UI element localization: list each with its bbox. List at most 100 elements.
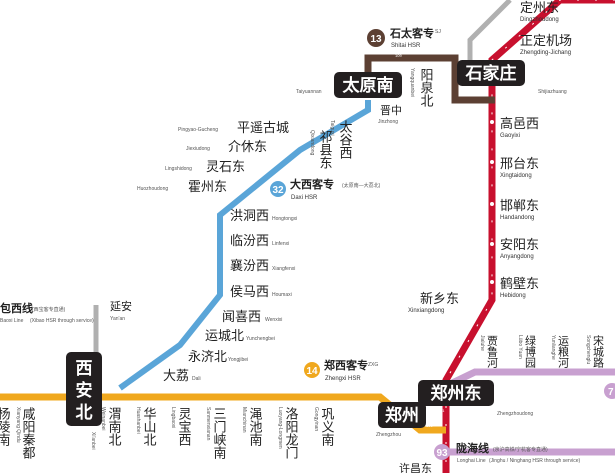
hub-zhengzhoudong-label: 郑州东: [431, 383, 482, 404]
station-mianchi: 渑池南: [247, 407, 263, 446]
hub-taiyuan[interactable]: 太原南 Taiyuannan: [296, 72, 402, 98]
station-dot: [490, 160, 494, 164]
station-dot: [490, 120, 494, 124]
hub-zhengzhoudong-en: Zhengzhoudong: [497, 411, 533, 417]
west-line-note: (西宝客专直通): [32, 306, 66, 313]
code-109: 109: [395, 53, 402, 58]
hub-shijiazhuang-label: 石家庄: [465, 63, 517, 84]
station-yuncheng: 运城北: [205, 329, 244, 344]
shitai-labels: 13 石太客专 SJ Shitai HSR 阳泉北 Yangquanbei: [367, 26, 441, 108]
station-yangquanbei: 阳泉北: [418, 68, 434, 108]
line-14-number: 14: [306, 366, 318, 377]
hub-xian-char2: 安: [76, 380, 93, 401]
edge-badge-72-text: 7: [608, 387, 614, 398]
west-line-en-note: (Xibao HSR through service): [30, 318, 94, 324]
hub-zhengzhoudong[interactable]: 郑州东 Zhengzhoudong: [418, 380, 533, 417]
hub-xian[interactable]: 西 安 北 Xi'anbei: [66, 352, 102, 450]
station-qixian-en: Qixiandong: [309, 130, 315, 156]
station-gaoyi-en: Gaoyixi: [500, 133, 520, 139]
station-yangling: 杨陵南: [0, 407, 10, 446]
station-hongdong: 洪洞西: [230, 209, 269, 224]
red-line-stations: 高邑西 Gaoyixi 邢台东 Xingtaidong 邯郸东 Handando…: [408, 1, 572, 314]
line-32-note: (太原南—大荔北): [342, 182, 381, 189]
line-93-number: 93: [436, 448, 448, 459]
station-lingshi: 灵石东: [206, 160, 245, 175]
station-jinzhong-en: Jinzhong: [378, 119, 398, 125]
station-huozhou-en: Huozhoudong: [137, 186, 168, 192]
station-lingbao-en: Lingbaoxi: [170, 407, 176, 428]
station-xuchang: 许昌东: [399, 462, 432, 473]
station-mianchi-en: Mianchinan: [241, 407, 247, 433]
zhengxi-labels: 14 郑西客专 ZXG Zhengxi HSR 杨陵南 咸阳秦都 Xianyan…: [0, 358, 445, 459]
hub-zhengzhou-en: Zhengzhou: [376, 432, 401, 438]
station-songcheng: 宋城路: [592, 334, 605, 369]
station-houma-en: Houmaxi: [272, 292, 292, 298]
hub-zhengzhou[interactable]: 郑州 Zhengzhou: [376, 402, 426, 438]
station-dot: [490, 280, 494, 284]
station-yuncheng-en: Yunchengbei: [246, 336, 275, 342]
hub-xian-char3: 北: [76, 403, 93, 423]
code-100: 100: [426, 423, 433, 428]
hub-xian-char1: 西: [76, 359, 93, 379]
station-hebi: 鹤壁东: [500, 276, 539, 292]
gray-lines: [93, 0, 512, 360]
station-zhengding: 正定机场: [520, 34, 572, 49]
station-xianyang: 咸阳秦都: [20, 407, 36, 459]
station-dali-en: Dali: [192, 376, 201, 382]
station-weinan: 渭南北: [106, 407, 122, 447]
station-lvbo: 绿博园: [524, 334, 537, 369]
line-14-code: ZXG: [368, 362, 378, 368]
station-hebi-en: Hebidong: [500, 293, 526, 299]
line-93-name: 陇海线: [456, 441, 489, 455]
station-dot: [490, 202, 494, 206]
station-jialuhe-en: Jialuhe: [479, 335, 485, 351]
line-14-badge: [304, 362, 320, 378]
station-huozhou: 霍州东: [188, 180, 227, 195]
line-93-badge: [434, 444, 450, 460]
station-yongji-en: Yongjibei: [228, 357, 248, 363]
station-zhengding-en: Zhengding-Jichang: [520, 50, 571, 56]
line-13-badge: [367, 29, 385, 47]
station-xinxiang: 新乡东: [420, 291, 459, 307]
hub-shijiazhuang-en: Shijiazhuang: [538, 89, 567, 95]
station-jialuhe: 贾鲁河: [486, 335, 499, 368]
station-linfen: 临汾西: [230, 234, 269, 249]
line-32-badge: [270, 181, 286, 197]
hub-taiyuan-label: 太原南: [343, 75, 394, 96]
station-gongyi-en: Gongyinan: [313, 407, 319, 431]
station-huashan-en: Huashanbei: [135, 407, 141, 434]
line-93-note: (京沪高铁/宁杭客专直通): [493, 446, 548, 453]
line-13-code: SJ: [435, 29, 441, 35]
station-jinzhong: 晋中: [380, 104, 402, 117]
edge-badge-72: [604, 383, 615, 399]
station-yunliang-en: Yunlianghe: [550, 335, 556, 360]
station-pingyao-en: Pingyao-Gucheng: [178, 127, 218, 133]
station-sanmenxia-en: Sanmenxianan: [205, 407, 211, 441]
station-sanmenxia: 三门峡南: [211, 407, 227, 459]
station-xiangfen: 襄汾西: [230, 258, 269, 274]
edge-badges: 7: [604, 383, 615, 399]
station-dot: [490, 242, 494, 246]
station-taigu-en: Taiguxi: [329, 120, 335, 136]
line-14-en: Zhengxi HSR: [325, 376, 361, 382]
station-qixian: 祁县东: [317, 130, 333, 169]
station-jiexiu: 介休东: [228, 140, 267, 155]
station-huashan: 华山北: [141, 407, 157, 447]
west-labels: 包西线 (西宝客专直通) Baoxi Line (Xibao HSR throu…: [0, 299, 132, 324]
station-luoyang: 洛阳龙门: [283, 407, 299, 459]
station-gaoyi: 高邑西: [500, 116, 539, 132]
line-32-name: 大西客专: [290, 177, 334, 191]
station-handan-en: Handandong: [500, 215, 534, 221]
shitai-line: 109: [364, 53, 495, 104]
station-yanan: 延安: [110, 299, 132, 313]
hub-shijiazhuang[interactable]: 石家庄 Shijiazhuang: [457, 60, 567, 95]
station-jiexiu-en: Jiexiudong: [186, 146, 210, 152]
station-hongdong-en: Hongtongxi: [272, 216, 297, 222]
station-yangquanbei-en: Yangquanbei: [409, 68, 415, 97]
line-14-name: 郑西客专: [324, 358, 368, 372]
line-32-number: 32: [272, 185, 284, 196]
line-13-en: Shitai HSR: [391, 43, 421, 49]
hub-taiyuan-en: Taiyuannan: [296, 89, 322, 95]
station-lvbo-en: Lübo Yuan: [517, 335, 523, 359]
